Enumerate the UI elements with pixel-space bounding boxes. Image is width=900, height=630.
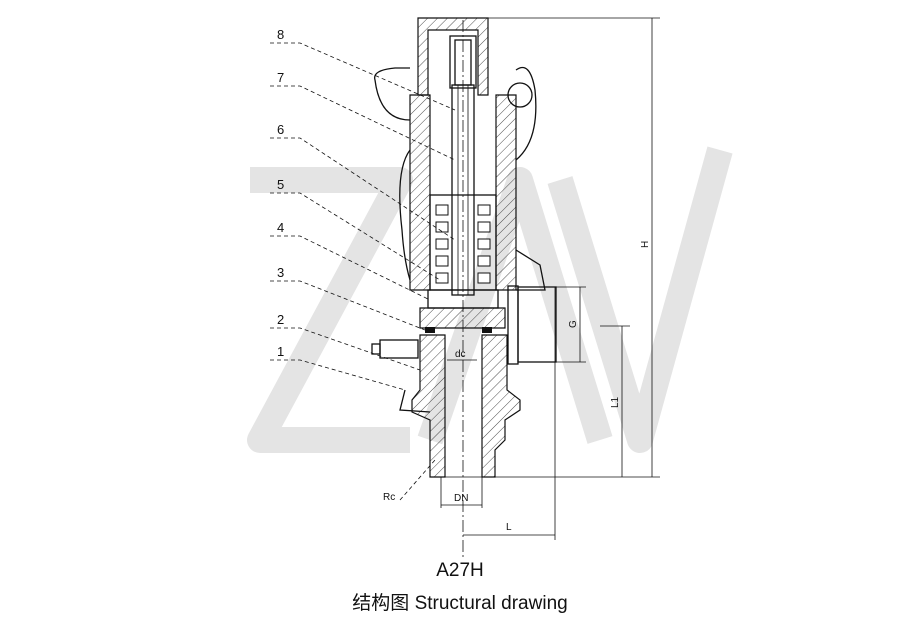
part-label-4: 4 <box>277 220 284 235</box>
part-label-6: 6 <box>277 122 284 137</box>
dim-DN: DN <box>454 493 468 504</box>
valve-stem <box>451 84 475 296</box>
part-leaders <box>270 42 456 391</box>
drawing-caption: 结构图 Structural drawing <box>352 593 568 614</box>
part-label-2: 2 <box>277 312 284 327</box>
dim-L1: L1 <box>610 396 621 408</box>
part-label-3: 3 <box>277 265 284 280</box>
side-outlet <box>507 285 557 365</box>
part-label-7: 7 <box>277 70 284 85</box>
dim-L: L <box>506 522 512 533</box>
dimension-lines <box>399 17 660 540</box>
disc-assembly <box>419 289 506 333</box>
dim-Rc: Rc <box>383 492 395 503</box>
part-label-1: 1 <box>277 344 284 359</box>
watermark-logo <box>247 146 733 453</box>
part-label-5: 5 <box>277 177 284 192</box>
dim-H: H <box>640 241 651 248</box>
model-title: A27H <box>436 560 484 581</box>
dim-G: G <box>568 320 579 328</box>
valve-cap <box>417 17 489 96</box>
dim-dc: dc <box>455 349 466 360</box>
part-label-8: 8 <box>277 27 284 42</box>
bonnet <box>374 66 546 291</box>
